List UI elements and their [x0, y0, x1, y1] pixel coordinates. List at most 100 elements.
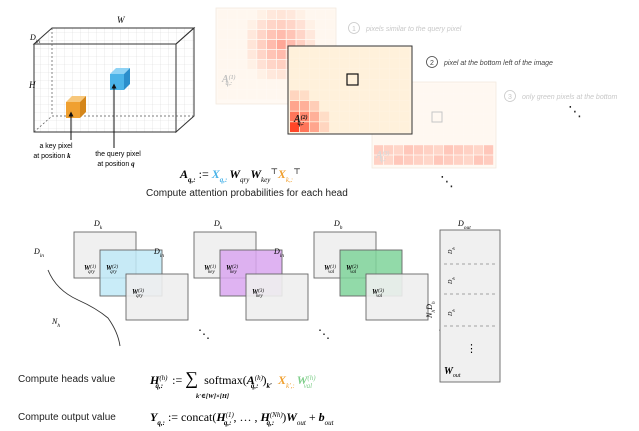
heatmap-cell — [434, 84, 444, 94]
heatmap-cell — [464, 104, 474, 114]
heatmap-cell — [290, 111, 300, 122]
heatmap-cell — [227, 60, 237, 70]
heads-value-label: Compute heads value — [18, 374, 116, 385]
heatmap-cell — [276, 40, 286, 50]
heatmap-cell — [400, 122, 410, 132]
heatmap-cell — [390, 122, 400, 132]
heatmap-cell — [474, 145, 484, 155]
heatmap-cell — [400, 69, 410, 79]
heatmap-cell — [464, 84, 474, 94]
heatmap-cell — [380, 90, 390, 101]
heatmap-cell — [218, 30, 227, 40]
width-label: W — [117, 15, 126, 25]
weight-group-qry-din-label: Din — [33, 247, 44, 259]
heatmap-cell — [325, 10, 335, 20]
heatmap-cell — [316, 20, 325, 30]
heatmap-cell — [237, 30, 247, 40]
heatmap-cell — [434, 104, 444, 114]
heatmap-cell — [400, 79, 410, 90]
heatmap-cell — [276, 70, 286, 80]
heatmap-cell — [247, 10, 257, 20]
heatmap-cell — [370, 122, 380, 132]
heatmap-cell — [474, 94, 484, 104]
heatmap-cell — [237, 80, 247, 90]
heatmap-cell — [227, 70, 237, 80]
heatmap-cell — [257, 70, 267, 80]
heatmap-cell — [237, 40, 247, 50]
heatmap-cell — [340, 90, 350, 101]
heatmap-cell — [484, 114, 494, 124]
weight-group-val-dh-label: Dh — [333, 219, 343, 231]
heatmap-cell — [300, 58, 310, 69]
heatmap-cell — [380, 111, 390, 122]
heatmap-cell — [360, 79, 370, 90]
heatmap-cell — [400, 111, 410, 122]
heatmap-cell — [424, 155, 434, 165]
heatmap-cell — [320, 69, 330, 79]
heatmap-cell — [218, 90, 227, 100]
weight-group-qry-dh-label: Dk — [93, 219, 103, 231]
heatmap-cell — [320, 122, 330, 132]
heatmap-cell — [310, 111, 320, 122]
heatmap-cell — [414, 145, 424, 155]
heatmap-cell — [267, 30, 276, 40]
heatmap-cell — [267, 90, 276, 100]
heatmap-cell — [227, 90, 237, 100]
key-caption-line1: a key pixel — [39, 143, 73, 150]
heatmap-cell — [464, 155, 474, 165]
heatmap-cell — [414, 84, 424, 94]
key-pixel-voxel — [66, 96, 86, 118]
weight-group-qry-ellipsis: ⋱ — [198, 327, 210, 341]
heatmap-cell — [276, 30, 286, 40]
heatmap-cell — [237, 70, 247, 80]
heatmap-cell — [384, 145, 394, 155]
heatmap-cell — [267, 70, 276, 80]
annotation-3-number: 3 — [508, 94, 512, 101]
cube-top-face — [32, 27, 196, 45]
annotation-1-number: 1 — [352, 26, 356, 33]
heatmap-cell — [227, 80, 237, 90]
weight-group-key-dh-label: Dk — [213, 219, 223, 231]
heatmap-cell — [360, 111, 370, 122]
w-out-label: Wout — [444, 366, 461, 379]
heatmap-cell — [320, 79, 330, 90]
heatmap-cell — [360, 90, 370, 101]
heatmap-cell — [310, 58, 320, 69]
heatmap-cell — [227, 30, 237, 40]
heatmap-cell — [247, 60, 257, 70]
heatmap-cell — [247, 90, 257, 100]
heatmap-cell — [444, 94, 454, 104]
heatmap-cell — [350, 48, 360, 58]
heatmap-cell — [316, 30, 325, 40]
heatmap-cell — [380, 58, 390, 69]
heatmap-cell — [464, 145, 474, 155]
heatmap-cell — [286, 10, 296, 20]
heatmap-cell — [374, 145, 384, 155]
heatmap-cell — [350, 111, 360, 122]
heatmap-cell — [390, 101, 400, 111]
heatmap-cell — [296, 30, 306, 40]
heatmap-cell — [400, 58, 410, 69]
heatmap-cell — [237, 10, 247, 20]
annotation-2-caption: pixel at the bottom left of the image — [443, 60, 553, 67]
heatmap-cell — [330, 111, 340, 122]
w-out-rect — [439, 229, 501, 383]
heatmap-cell — [276, 10, 286, 20]
heatmap-cell — [380, 79, 390, 90]
heatmap-cell — [414, 114, 424, 124]
heatmap-cell — [444, 124, 454, 135]
heatmap-cell — [424, 124, 434, 135]
heatmap-cell — [310, 48, 320, 58]
heatmap-cell — [267, 80, 276, 90]
heatmap-cell — [434, 94, 444, 104]
heatmap-cell — [400, 48, 410, 58]
heatmap-cell — [370, 58, 380, 69]
heatmap-cell — [370, 69, 380, 79]
heatmap-cell — [340, 101, 350, 111]
annotation-1-caption: pixels similar to the query pixel — [365, 26, 462, 33]
heatmap-cell — [374, 155, 384, 165]
weight-matrix-qry-label-1: W(1)qry — [84, 264, 96, 275]
nh-label: Nh — [51, 317, 60, 329]
heatmap-cell — [414, 135, 424, 145]
heatmap-cell — [484, 145, 494, 155]
